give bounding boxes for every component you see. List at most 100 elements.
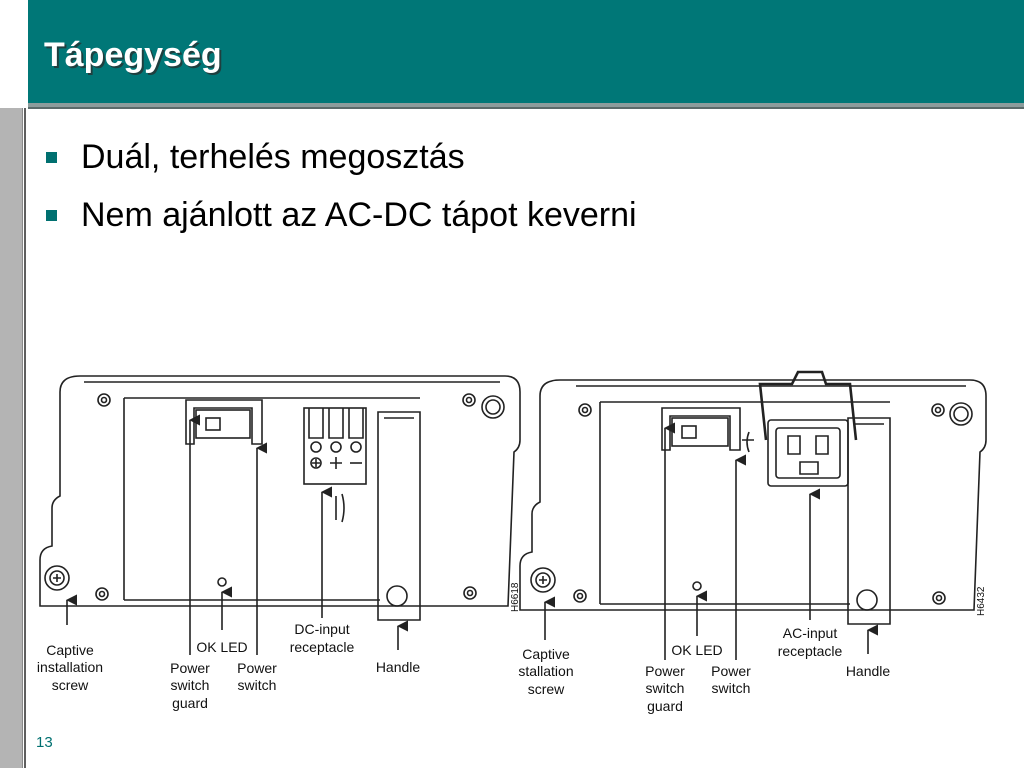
dc-captive-screw-inner: [485, 399, 501, 415]
ac-handle-screw: [856, 589, 878, 611]
dc-captive-screw-icon: [44, 565, 70, 591]
slide-title: Tápegység: [44, 36, 222, 74]
ac-panel-outline: [519, 379, 987, 611]
square-bullet-icon: [46, 209, 57, 221]
ac-power-supply-panel: [519, 370, 987, 660]
ac-receptacle-inner: [775, 427, 841, 479]
ac-label-captive-1: Captive: [522, 646, 570, 662]
dc-mount-hole-top-left: [97, 393, 111, 407]
ac-label-switch-2: switch: [712, 680, 751, 696]
dc-ok-led-icon: [217, 577, 227, 587]
ac-mount-hole-center: [581, 406, 589, 414]
bullet-item: Duál, terhelés megosztás: [46, 128, 637, 186]
dc-power-switch-guard: [185, 399, 263, 445]
dc-label-receptacle-1: DC-input: [294, 621, 349, 637]
dc-handle-screw: [386, 585, 408, 607]
ac-captive-screw-icon-top: [949, 402, 973, 426]
dc-captive-screw-cross: [53, 574, 61, 582]
ac-symbol-icon: [742, 431, 754, 453]
ac-mount-hole-top-left: [578, 403, 592, 417]
dc-terminal-hole-minus: [350, 441, 362, 453]
dc-input-receptacle: [303, 407, 367, 485]
ac-panel-inner-frame: [599, 401, 890, 605]
dc-terminal-slots: [308, 408, 364, 439]
ac-label-receptacle-2: receptacle: [778, 643, 843, 659]
dc-label-ok-led: OK LED: [196, 639, 247, 655]
dc-label-guard-2: switch: [171, 677, 210, 693]
dc-mount-hole-center: [465, 396, 473, 404]
ac-label-captive-3: screw: [528, 681, 565, 697]
ac-label-switch-1: Power: [711, 663, 751, 679]
ac-label-handle: Handle: [846, 663, 891, 679]
ac-retaining-clip: [758, 370, 858, 441]
dc-terminal-hole-ground: [310, 441, 322, 453]
dc-mount-hole-center: [466, 589, 474, 597]
dc-power-supply-panel: [39, 375, 521, 655]
dc-label-handle: Handle: [376, 659, 421, 675]
ac-ok-led-icon: [692, 581, 702, 591]
ac-mount-hole-center: [576, 592, 584, 600]
dc-label-captive-3: screw: [52, 677, 89, 693]
dc-symbol-icon: [335, 493, 345, 523]
ac-label-guard-3: guard: [647, 698, 683, 714]
ac-mount-hole-top-right: [931, 403, 945, 417]
bullet-text: Duál, terhelés megosztás: [81, 137, 465, 176]
ac-handle: [847, 417, 891, 625]
ac-captive-screw-icon: [530, 567, 556, 593]
left-decor-line: [24, 108, 26, 768]
ac-receptacle-pins: [787, 435, 829, 475]
dc-labels: Captive installation screw OK LED Power …: [37, 582, 521, 711]
ac-power-switch-rocker: [681, 425, 697, 439]
ac-captive-screw-cross: [539, 576, 547, 584]
dc-captive-screw-inner: [49, 570, 65, 586]
ac-mount-hole-center: [935, 594, 943, 602]
dc-terminal-hole-plus: [330, 441, 342, 453]
left-decor-bar: [0, 108, 23, 768]
ground-symbol-icon: [310, 457, 322, 469]
dc-power-switch-rocker: [205, 417, 221, 431]
ac-mount-hole-center: [934, 406, 942, 414]
dc-panel-inner-frame: [123, 397, 420, 601]
dc-captive-screw-icon-top: [481, 395, 505, 419]
dc-mount-hole-bottom-left: [95, 587, 109, 601]
dc-mount-hole-top-right: [462, 393, 476, 407]
ac-mount-hole-bottom-left: [573, 589, 587, 603]
dc-label-captive-2: installation: [37, 659, 103, 675]
dc-label-receptacle-2: receptacle: [290, 639, 355, 655]
ac-captive-screw-inner: [535, 572, 551, 588]
dc-label-guard-1: Power: [170, 660, 210, 676]
ac-power-switch: [671, 417, 729, 447]
dc-panel-outline: [39, 375, 521, 607]
bullet-item: Nem ajánlott az AC-DC tápot keverni: [46, 186, 637, 244]
dc-mount-hole-center: [100, 396, 108, 404]
ac-label-ok-led: OK LED: [671, 642, 722, 658]
ac-label-receptacle-1: AC-input: [783, 625, 838, 641]
ac-label-guard-2: switch: [646, 680, 685, 696]
ac-panel-id-code: H6432: [976, 586, 987, 616]
ac-mount-hole-bottom-right: [932, 591, 946, 605]
ground-symbol-cross: [312, 459, 320, 467]
dc-panel-id-code: H6618: [510, 582, 521, 612]
dc-label-switch-2: switch: [238, 677, 277, 693]
title-bar: [28, 0, 1024, 103]
dc-label-captive-1: Captive: [46, 642, 94, 658]
dc-power-switch: [195, 409, 251, 439]
dc-label-switch-1: Power: [237, 660, 277, 676]
dc-label-guard-3: guard: [172, 695, 208, 711]
bullet-list: Duál, terhelés megosztás Nem ajánlott az…: [46, 128, 637, 244]
plus-symbol-icon: [330, 457, 342, 469]
ac-label-captive-2: stallation: [518, 663, 573, 679]
dc-handle: [377, 411, 421, 621]
dc-mount-hole-bottom-right: [463, 586, 477, 600]
page-number: 13: [36, 734, 53, 751]
title-bar-underline-dark: [28, 107, 1024, 109]
square-bullet-icon: [46, 151, 57, 163]
ac-labels: Captive stallation screw OK LED Power sw…: [518, 586, 987, 714]
ac-captive-screw-inner: [953, 406, 969, 422]
dc-mount-hole-center: [98, 590, 106, 598]
ac-label-guard-1: Power: [645, 663, 685, 679]
ac-input-receptacle: [767, 419, 849, 487]
title-bar-underline: [28, 103, 1024, 107]
bullet-text: Nem ajánlott az AC-DC tápot keverni: [81, 195, 637, 234]
